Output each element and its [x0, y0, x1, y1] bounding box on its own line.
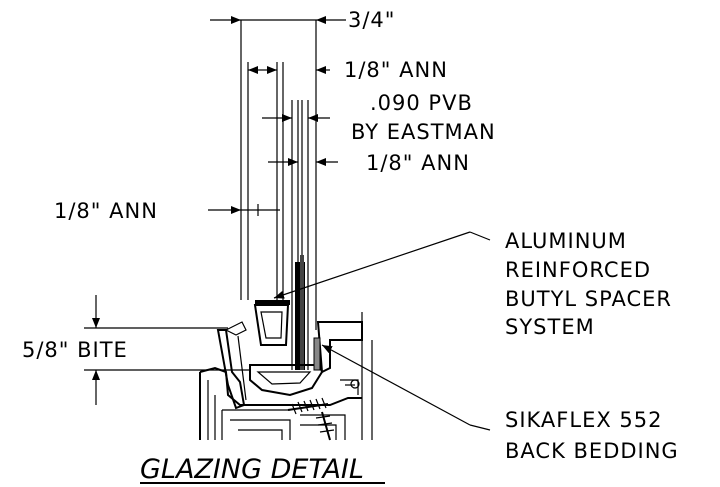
- frame-profile: [199, 312, 373, 441]
- dimension-left-lite: [208, 204, 280, 216]
- glass-lites: [240, 20, 317, 370]
- label-spacer-4: SYSTEM: [505, 315, 595, 339]
- leader-spacer: [273, 231, 491, 299]
- label-bedding-2: BACK BEDDING: [505, 439, 679, 463]
- label-bedding-1: SIKAFLEX 552: [505, 408, 662, 432]
- label-interlayer-2: BY EASTMAN: [351, 120, 496, 144]
- drawing-title: GLAZING DETAIL: [140, 454, 364, 485]
- label-left-lite: 1/8" ANN: [54, 199, 158, 223]
- label-spacer-3: BUTYL SPACER: [505, 287, 672, 311]
- label-bite: 5/8" BITE: [22, 338, 128, 362]
- dimension-bite: [84, 295, 250, 405]
- label-spacer-2: REINFORCED: [505, 258, 651, 282]
- butyl-spacer: [253, 300, 290, 346]
- label-inner-lite: 1/8" ANN: [366, 151, 470, 175]
- leader-back-bedding: [321, 344, 491, 431]
- label-overall-width: 3/4": [348, 8, 395, 32]
- label-spacer-1: ALUMINUM: [505, 229, 627, 253]
- label-interlayer-1: .090 PVB: [370, 91, 473, 115]
- pvb-hatch: [300, 255, 304, 370]
- label-outer-lite: 1/8" ANN: [344, 58, 448, 82]
